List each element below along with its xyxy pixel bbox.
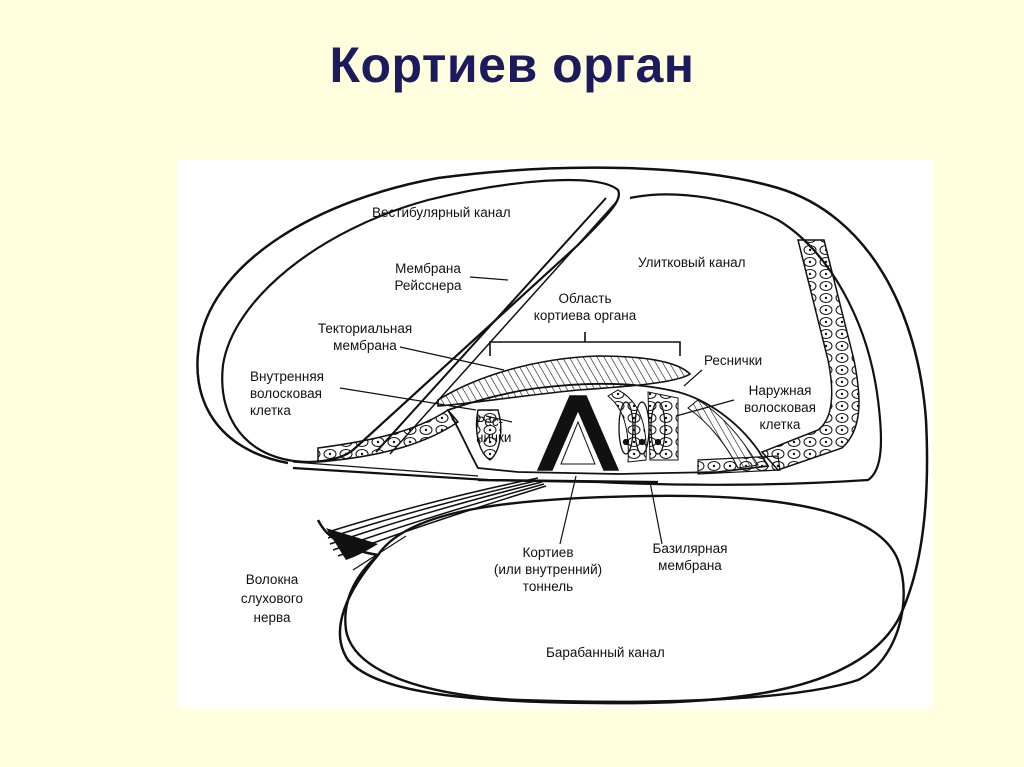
label-reissner-line1: Мембрана [395, 261, 461, 276]
label-outer-cell-line3: клетка [759, 417, 801, 432]
label-cochlear-canal: Улитковый канал [638, 255, 746, 270]
leader-lines [339, 276, 735, 571]
label-nerve-line1: Волокна [245, 572, 299, 587]
diagram-svg [196, 166, 929, 705]
inner-sulcus-cells [317, 409, 460, 463]
label-tunnel-line1: Кортиев [522, 545, 574, 560]
basilar-membrane [292, 466, 659, 484]
label-reissner-line2: Рейсснера [394, 278, 462, 293]
label-tympanic-canal: Барабанный канал [546, 645, 665, 660]
label-region-line1: Область [558, 291, 612, 306]
slide-title: Кортиев орган [329, 37, 695, 93]
tympanic-canal-outline [344, 494, 905, 703]
tectorial-membrane [437, 355, 692, 407]
tunnel-of-corti [536, 395, 620, 471]
outer-wall [196, 166, 929, 705]
label-inner-cell-line2: волосковая [250, 386, 322, 401]
outer-supporting-cells [697, 455, 781, 475]
label-vestibular-canal: Вестибулярный канал [372, 205, 511, 220]
label-cilia-right: Реснички [704, 353, 763, 368]
label-inner-hair-cell: Внутренняя волосковая клетка [250, 368, 324, 419]
outer-hair-cells [618, 401, 666, 455]
auditory-nerve-fibres [327, 477, 547, 557]
reissner-membrane [375, 197, 607, 453]
label-basilar-membrane: Базилярная мембрана [640, 540, 740, 574]
label-reissner-membrane: Мембрана Рейсснера [382, 260, 474, 294]
label-basilar-line2: мембрана [658, 558, 722, 573]
label-tectorial-line1: Текториальная [317, 321, 413, 336]
label-region-line2: кортиева органа [533, 308, 637, 323]
label-nerve-line3: нерва [253, 610, 291, 625]
spiral-ligament-cells [760, 239, 860, 471]
label-corti-region: Область кортиева органа [520, 290, 650, 324]
label-inner-cell-line1: Внутренняя [250, 369, 324, 384]
label-tunnel-of-corti: Кортиев (или внутренний) тоннель [480, 544, 616, 595]
label-basilar-line1: Базилярная [652, 541, 728, 556]
label-cilia-left-line1: Рес- [476, 414, 504, 429]
label-outer-cell-line2: волосковая [744, 400, 816, 415]
label-tunnel-line3: тоннель [522, 579, 574, 594]
region-bracket [489, 332, 681, 356]
label-inner-cell-line3: клетка [250, 403, 291, 418]
label-auditory-nerve: Волокна слухового нерва [228, 570, 316, 627]
organ-of-corti-diagram: Вестибулярный канал Мембрана Рейсснера У… [178, 160, 932, 708]
label-outer-cell-line1: Наружная [748, 383, 812, 398]
label-cilia-left: Рес- нички [476, 414, 511, 446]
inner-hair-cell [475, 409, 502, 461]
label-tunnel-line2: (или внутренний) [493, 562, 603, 577]
label-nerve-line2: слухового [240, 591, 304, 606]
label-tectorial-membrane: Текториальная мембрана [310, 320, 420, 354]
label-cilia-left-line2: нички [476, 430, 512, 445]
label-outer-hair-cell: Наружная волосковая клетка [732, 382, 828, 433]
cochlear-duct-outline [477, 193, 883, 486]
label-tectorial-line2: мембрана [333, 338, 397, 353]
